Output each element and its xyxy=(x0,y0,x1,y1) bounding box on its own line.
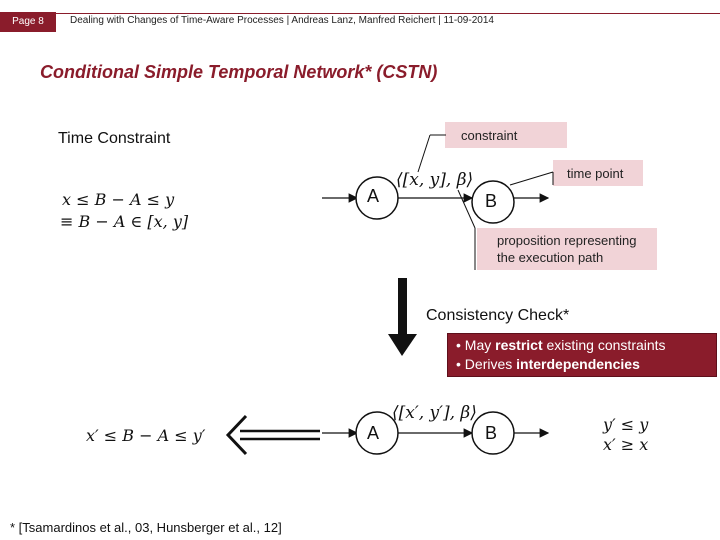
proposition-callout-line1: proposition representing xyxy=(497,233,637,248)
node-a-top xyxy=(355,176,399,220)
proposition-callout: proposition representing the execution p… xyxy=(477,228,657,270)
constraint-callout-text: constraint xyxy=(461,128,518,143)
header-text: Dealing with Changes of Time-Aware Proce… xyxy=(70,15,494,26)
slide-title: Conditional Simple Temporal Network* (CS… xyxy=(40,62,438,82)
node-a-bottom xyxy=(355,411,399,455)
time-constraint-label: Time Constraint xyxy=(58,130,171,147)
edge-label-top: ⟨[x, y], β⟩ xyxy=(396,170,474,190)
constraint-leader-2 xyxy=(417,134,431,173)
bullet-restrict-bold: restrict xyxy=(495,337,543,353)
down-arrow-shaft xyxy=(398,278,407,334)
header-rule xyxy=(0,13,720,14)
bullet-interdependencies: • Derives interdependencies xyxy=(456,356,640,372)
node-b-bottom-label: B xyxy=(485,423,498,443)
node-a-top-label: A xyxy=(367,186,380,206)
left-arrow-head xyxy=(225,414,248,456)
consistency-check-label: Consistency Check* xyxy=(426,307,570,324)
time-point-callout: time point xyxy=(553,160,643,186)
edge-label-bottom: ⟨[x′, y′], β⟩ xyxy=(392,403,477,423)
bullet-interdep-bold: interdependencies xyxy=(516,356,640,372)
tightening-formula-line1: y′ ≤ y xyxy=(603,415,649,434)
node-b-bottom xyxy=(471,411,515,455)
proposition-leader-2 xyxy=(457,189,476,229)
constraint-callout: constraint xyxy=(445,122,567,148)
derived-constraint-formula: x′ ≤ B − A ≤ y′ xyxy=(86,426,206,445)
footnote: * [Tsamardinos et al., 03, Hunsberger et… xyxy=(10,520,282,535)
timepoint-leader-2 xyxy=(509,171,554,186)
bullet-restrict-prefix: May xyxy=(464,337,496,353)
bullet-restrict-suffix: existing constraints xyxy=(542,337,666,353)
tightening-formula-line2: x′ ≥ x xyxy=(603,435,649,454)
node-b-top xyxy=(471,180,515,224)
bullet-restrict: • May restrict existing constraints xyxy=(456,337,666,353)
down-arrow-head xyxy=(388,334,417,356)
node-a-bottom-label: A xyxy=(367,423,380,443)
consistency-check-box: • May restrict existing constraints • De… xyxy=(447,333,717,377)
page-number-badge: Page 8 xyxy=(0,12,56,32)
proposition-callout-line2: the execution path xyxy=(497,250,604,265)
node-b-top-label: B xyxy=(485,191,498,211)
bullet-interdep-prefix: Derives xyxy=(464,356,517,372)
constraint-formula-line1: x ≤ B − A ≤ y xyxy=(62,190,175,209)
time-point-callout-text: time point xyxy=(567,166,624,181)
constraint-formula-line2: ≡ B − A ∈ [x, y] xyxy=(60,212,189,231)
